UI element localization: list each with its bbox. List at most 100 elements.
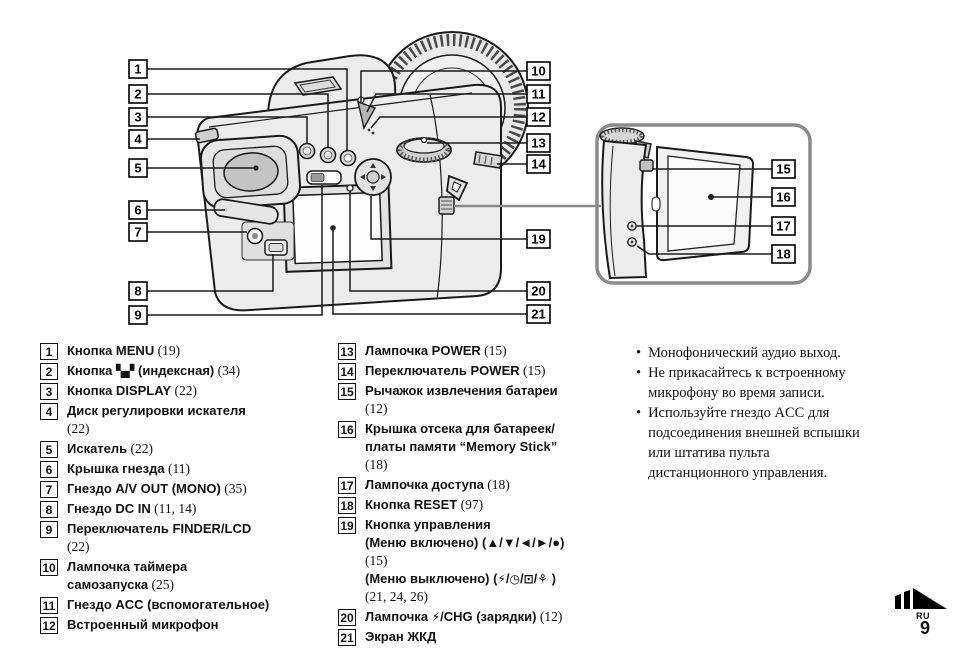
callout-6: 6 [128, 200, 148, 220]
reset-button [627, 237, 637, 247]
legend-item-text: Гнездо ACC (вспомогательное) [67, 597, 270, 612]
note-text: Не прикасайтесь к встроенному микрофону … [648, 365, 846, 401]
access-lamp [627, 221, 637, 231]
svg-text:7: 7 [134, 225, 141, 240]
bullet-marker: • [636, 365, 642, 381]
flash-icon: ⚡ [431, 610, 441, 624]
index-icon: ▚▞ [115, 364, 135, 378]
callout-number-4: 4 [40, 403, 58, 420]
callout-number-14: 14 [338, 363, 356, 380]
door-notch [651, 196, 661, 212]
legend-item-text: Встроенный микрофон [67, 617, 219, 632]
legend-item-1: 1 Кнопка MENU (19) [40, 342, 336, 360]
callout-number-13: 13 [338, 343, 356, 360]
svg-text:17: 17 [776, 219, 790, 234]
finder-adjust-dial [194, 127, 219, 144]
acc-jack-cover [357, 100, 377, 130]
note-item: •Используйте гнездо ACC для подсоединени… [636, 403, 926, 483]
dc-in-jack [264, 239, 288, 256]
svg-text:6: 6 [134, 203, 141, 218]
callout-14: 14 [526, 154, 551, 174]
legend-item-text: Гнездо DC IN (11, 14) [67, 501, 197, 516]
callout-number-9: 9 [40, 521, 58, 538]
legend-item-text: Экран ЖКД [365, 629, 437, 644]
callout-number-21: 21 [338, 629, 356, 646]
note-text: Монофонический аудио выход. [648, 345, 841, 361]
battery-door-inner [667, 155, 741, 252]
legend-item-text: Кнопка управления (Меню включено) (▲/▼/◄… [365, 517, 565, 604]
macro-icon: ⚘ [537, 572, 549, 586]
callout-number-15: 15 [338, 383, 356, 400]
callout-number-10: 10 [40, 559, 58, 576]
legend-item-text: Диск регулировки искателя (22) [67, 403, 246, 436]
svg-text:11: 11 [532, 87, 546, 102]
legend-item-text: Кнопка DISPLAY (22) [67, 383, 197, 398]
legend-item-text: Переключатель POWER (15) [365, 363, 546, 378]
legend-item-14: 14 Переключатель POWER (15) [338, 362, 634, 380]
callout-21: 21 [526, 304, 551, 324]
control-pad [354, 158, 392, 196]
callout-number-1: 1 [40, 343, 58, 360]
svg-text:13: 13 [531, 136, 545, 151]
legend-item-text: Кнопка RESET (97) [365, 497, 484, 512]
self-timer-icon: ◷ [509, 572, 520, 586]
page-footer: RU 9 [880, 585, 954, 655]
svg-text:12: 12 [531, 110, 545, 125]
callout-11: 11 [526, 84, 551, 104]
leader-line-20 [349, 191, 527, 292]
leader-dot-16 [708, 194, 714, 200]
battery-open-latch [438, 196, 455, 215]
battery-eject-lever [639, 159, 654, 172]
legend-item-text: Кнопка MENU (19) [67, 343, 181, 358]
svg-text:3: 3 [134, 110, 141, 125]
note-text: Используйте гнездо ACC для подсоединения… [648, 405, 860, 481]
note-item: • Не прикасайтесь к встроенному микрофону… [636, 363, 926, 403]
legend-item-text: Кнопка ▚▞ (индексная) (34) [67, 363, 241, 378]
legend-item-15: 15 Рычажок извлечения батареи (12) [338, 382, 634, 418]
callout-number-3: 3 [40, 383, 58, 400]
finder-lcd-switch [306, 170, 342, 185]
leader-dot-5 [253, 165, 259, 171]
callout-15: 15 [771, 159, 796, 179]
svg-text:16: 16 [776, 190, 790, 205]
legend-item-text: Рычажок извлечения батареи (12) [365, 383, 558, 416]
note-item: •Монофонический аудио выход. [636, 343, 926, 363]
deck-seam [208, 92, 473, 128]
leader-line-3 [147, 116, 308, 144]
flash-icon: ⚡ [497, 572, 506, 586]
callout-number-11: 11 [40, 597, 58, 614]
power-switch [473, 151, 503, 169]
callout-12: 12 [526, 107, 551, 127]
callout-9: 9 [128, 305, 148, 325]
camera-side-inset [595, 123, 812, 285]
leader-dot-21 [330, 225, 336, 231]
svg-text:8: 8 [134, 284, 141, 299]
callout-number-16: 16 [338, 421, 356, 438]
display-button [298, 142, 316, 160]
callout-4: 4 [128, 129, 148, 149]
lcd-screen [292, 191, 383, 265]
callout-number-8: 8 [40, 501, 58, 518]
svg-text:18: 18 [776, 247, 790, 262]
callout-17: 17 [771, 216, 796, 236]
svg-text:4: 4 [134, 132, 142, 147]
legend-item-text: Гнездо A/V OUT (MONO) (35) [67, 481, 247, 496]
svg-text:9: 9 [134, 308, 141, 323]
page-number: 9 [920, 618, 931, 638]
legend-item-21: 21 Экран ЖКД [338, 628, 634, 646]
leader-line-1 [147, 68, 348, 151]
legend-item-text: Лампочка таймера самозапуска (25) [67, 559, 188, 592]
leader-line-10 [360, 70, 527, 102]
quick-review-icon: ⊡ [523, 572, 534, 586]
svg-text:5: 5 [134, 161, 141, 176]
leader-line-12 [370, 116, 527, 129]
callout-number-7: 7 [40, 481, 58, 498]
svg-text:21: 21 [531, 307, 545, 322]
leader-line-19 [370, 196, 527, 240]
